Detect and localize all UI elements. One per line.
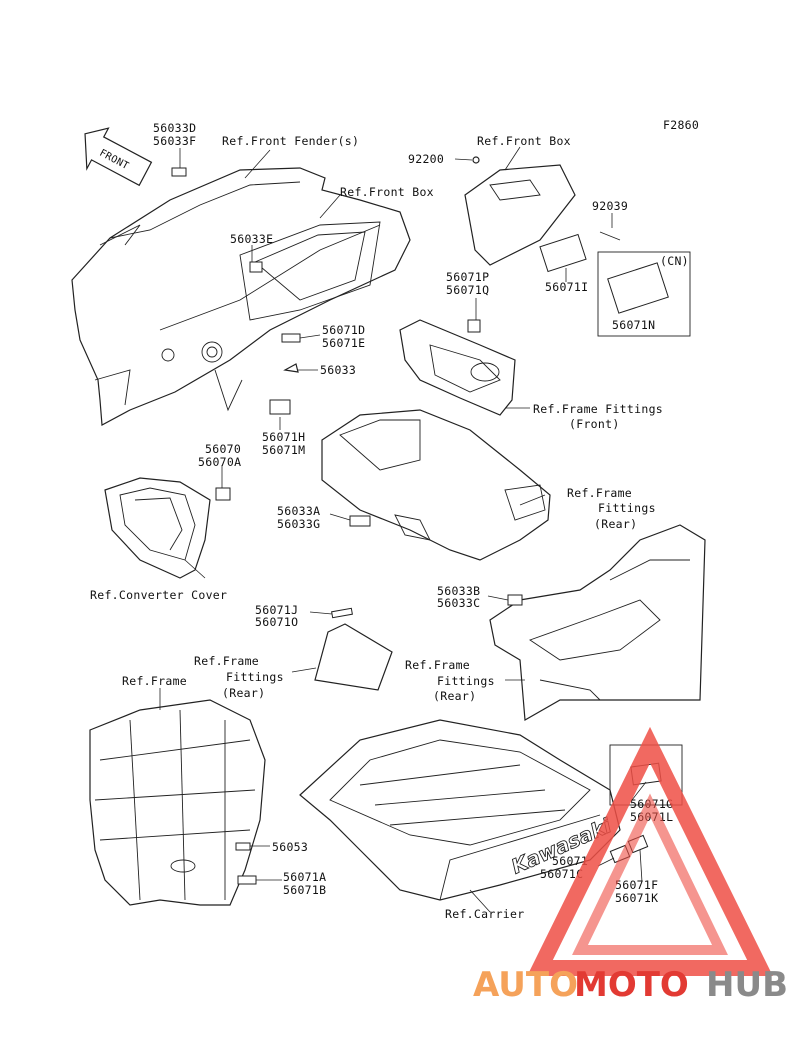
label-56033f: 56033F — [153, 134, 196, 148]
decal-56071a — [237, 875, 257, 885]
leader-lines — [159, 146, 647, 913]
label-56053: 56053 — [272, 840, 308, 854]
label-ref-frame-rear-c2: Fittings — [437, 674, 495, 688]
label-92039: 92039 — [592, 199, 628, 213]
label-ref-frame-rear-c1: Ref.Frame — [405, 658, 470, 672]
label-56070a: 56070A — [198, 455, 241, 469]
decal-56053 — [235, 842, 251, 851]
label-56033b: 56033B — [437, 584, 480, 598]
front-box — [464, 156, 621, 273]
label-56071d: 56071D — [322, 323, 365, 337]
label-ref-frame-rear-b3: (Rear) — [222, 686, 265, 700]
frame-fittings-rear-right — [489, 524, 706, 721]
fastener-92200 — [472, 156, 480, 164]
label-ref-frame-fittings-front-1: Ref.Frame Fittings — [533, 402, 663, 416]
label-ref-front-fender: Ref.Front Fender(s) — [222, 134, 359, 148]
label-ref-converter-cover: Ref.Converter Cover — [90, 588, 227, 602]
watermark-triangle — [527, 726, 773, 976]
label-ref-frame-rear-a3: (Rear) — [594, 517, 637, 531]
label-56071a: 56071A — [283, 870, 326, 884]
decal-56070 — [215, 487, 231, 501]
label-ref-frame-rear-c3: (Rear) — [433, 689, 476, 703]
decal-56071h — [269, 399, 291, 415]
label-56071i: 56071I — [545, 280, 588, 294]
decal-56071n — [607, 262, 669, 314]
decal-56033b — [507, 594, 523, 606]
decal-56033d — [171, 167, 187, 177]
cn-inset-frame — [597, 251, 691, 337]
decal-56071j — [331, 607, 353, 619]
label-56033g: 56033G — [277, 517, 320, 531]
label-ref-carrier: Ref.Carrier — [445, 907, 524, 921]
label-ref-frame: Ref.Frame — [122, 674, 187, 688]
front-arrow: FRONT — [84, 127, 153, 187]
label-56033: 56033 — [320, 363, 356, 377]
labels: F2860 56033D 56033F Ref.Front Fender(s) … — [90, 118, 699, 921]
label-ref-frame-rear-b2: Fittings — [226, 670, 284, 684]
label-56071o: 56071O — [255, 615, 298, 629]
label-ref-frame-rear-a1: Ref.Frame — [567, 486, 632, 500]
decal-56033e — [249, 261, 263, 273]
label-ref-front-box-2: Ref.Front Box — [477, 134, 571, 148]
watermark-triangle-inner — [572, 793, 728, 955]
label-56071q: 56071Q — [446, 283, 489, 297]
label-56071n: 56071N — [612, 318, 655, 332]
label-56070: 56070 — [205, 442, 241, 456]
converter-cover — [104, 477, 231, 579]
frame-fittings-front — [399, 319, 516, 416]
clip-56033 — [283, 363, 299, 373]
label-92200: 92200 — [408, 152, 444, 166]
label-56071m: 56071M — [262, 443, 305, 457]
label-56071h: 56071H — [262, 430, 305, 444]
label-56033d: 56033D — [153, 121, 196, 135]
label-56071k: 56071K — [615, 891, 658, 905]
watermark: AUTO MOTO HUB — [473, 726, 788, 1005]
figure-code: F2860 — [663, 118, 699, 132]
watermark-moto: MOTO — [574, 965, 689, 1005]
center-console — [321, 409, 551, 561]
frame — [89, 699, 266, 906]
label-56071b: 56071B — [283, 883, 326, 897]
label-56033e: 56033E — [230, 232, 273, 246]
watermark-hub: HUB — [706, 965, 788, 1005]
decal-56033a — [349, 515, 371, 527]
label-56033c: 56033C — [437, 596, 480, 610]
label-ref-front-box-1: Ref.Front Box — [340, 185, 434, 199]
label-ref-frame-fittings-front-2: (Front) — [569, 417, 620, 431]
decal-56071d — [281, 333, 301, 343]
label-56033a: 56033A — [277, 504, 320, 518]
watermark-auto: AUTO — [473, 965, 578, 1005]
label-56071j: 56071J — [255, 603, 298, 617]
label-cn: (CN) — [660, 254, 689, 268]
label-56071p: 56071P — [446, 270, 489, 284]
label-56071: 56071 — [552, 854, 588, 868]
label-56071c: 56071C — [540, 867, 583, 881]
label-ref-frame-rear-a2: Fittings — [598, 501, 656, 515]
label-56071f: 56071F — [615, 878, 658, 892]
label-ref-frame-rear-b1: Ref.Frame — [194, 654, 259, 668]
label-56071e: 56071E — [322, 336, 365, 350]
decal-56071p — [467, 319, 481, 333]
front-fender-assembly — [71, 167, 411, 426]
rear-fitting-plate — [314, 607, 393, 691]
decal-56071i — [539, 233, 587, 273]
